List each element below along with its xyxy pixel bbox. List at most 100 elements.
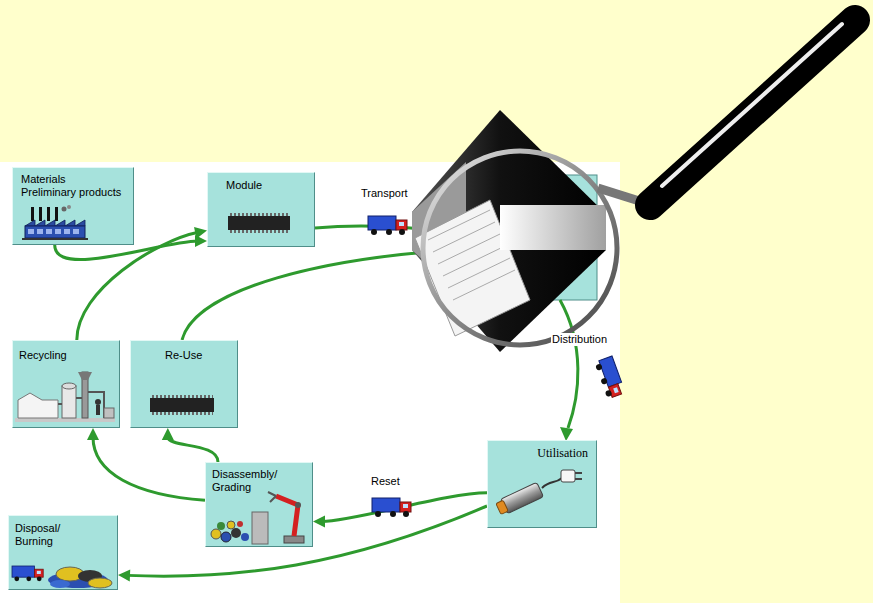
sorting-robot-icon — [227, 521, 235, 529]
magnifier-icon — [662, 24, 842, 186]
sorting-robot-icon — [231, 528, 241, 538]
truck-icon — [372, 498, 411, 517]
factory-icon — [62, 207, 67, 212]
box-text: Disposal/ Burning — [15, 522, 70, 548]
factory-icon — [55, 229, 61, 234]
arrow-head — [162, 428, 174, 440]
factory-icon — [31, 207, 34, 221]
flow-line — [560, 300, 578, 428]
flow-line — [77, 232, 198, 340]
recycling-plant-icon — [62, 383, 76, 389]
recycling-plant-icon — [15, 418, 115, 422]
arrow-head — [118, 570, 130, 582]
box-fill — [487, 440, 597, 528]
process-box: Recycling — [12, 340, 120, 428]
factory-icon — [28, 229, 34, 234]
white-panel — [0, 162, 620, 603]
box-text: Materials Preliminary products — [21, 173, 123, 199]
factory-icon — [64, 229, 70, 234]
arrow-head — [87, 428, 99, 440]
sorting-robot-icon — [211, 492, 304, 544]
flow-line — [168, 437, 218, 462]
factory-icon — [67, 205, 71, 209]
box-fill — [12, 167, 134, 245]
chip-icon — [152, 412, 213, 415]
arrow-head — [560, 427, 573, 441]
box-fill — [8, 515, 118, 590]
process-box: Utilisation — [487, 440, 597, 528]
recycling-plant-icon — [78, 372, 92, 380]
chip-icon — [228, 215, 290, 232]
box-text: Utilisation — [537, 446, 588, 460]
recycling-plant-icon — [18, 393, 58, 418]
box-text: Re-Use — [165, 349, 202, 362]
sorting-robot-icon — [217, 522, 225, 530]
factory-icon — [39, 207, 42, 221]
box-fill — [12, 340, 120, 428]
factory-icon — [73, 229, 79, 234]
sorting-robot-icon — [268, 492, 276, 502]
flow-label: Transport — [360, 187, 409, 200]
battery-plug-icon — [561, 470, 575, 482]
process-box: Disassembly/ Grading — [205, 462, 313, 547]
battery-plug-icon — [542, 478, 562, 488]
recycling-plant-icon — [104, 408, 114, 418]
sorting-robot-icon — [284, 536, 304, 543]
chip-icon — [152, 395, 213, 398]
battery-plug-icon — [495, 482, 543, 516]
factory-icon — [55, 207, 58, 221]
flow-line — [55, 241, 198, 260]
chip-icon — [150, 397, 214, 414]
chip-icon — [228, 216, 290, 230]
chip-icon — [230, 213, 289, 216]
truck-icon — [594, 356, 625, 399]
flow-arrow — [77, 227, 207, 340]
process-box: Disposal/ Burning — [8, 515, 118, 590]
sorting-robot-icon — [211, 529, 221, 539]
magnifier-icon — [412, 20, 855, 352]
magnifier-icon — [650, 20, 855, 205]
flow-label: Reset — [370, 475, 401, 488]
factory-icon — [22, 205, 88, 240]
flow-arrow — [87, 428, 205, 500]
sorting-robot-icon — [252, 512, 268, 544]
sorting-robot-icon — [276, 496, 298, 536]
recycling-plant-icon — [15, 372, 115, 422]
box-text: Module — [226, 179, 262, 192]
recycling-plant-icon — [95, 399, 101, 405]
factory-icon — [47, 207, 50, 221]
factory-icon — [25, 220, 85, 226]
flow-arrow — [118, 506, 487, 581]
sorting-robot-icon — [295, 502, 301, 508]
magnifier-icon — [412, 110, 606, 352]
box-fill — [205, 462, 313, 547]
chip-icon — [230, 230, 289, 233]
magnifier-icon — [500, 205, 606, 250]
process-box: Materials Preliminary products — [12, 167, 134, 245]
recycling-plant-icon — [58, 392, 104, 418]
battery-plug-icon — [496, 500, 508, 514]
battery-plug-icon — [495, 470, 582, 516]
truck-icon — [368, 216, 407, 235]
magnifier-icon — [423, 151, 617, 345]
disposal-icon — [12, 566, 43, 581]
flow-arrow — [313, 493, 487, 528]
factory-icon — [46, 229, 52, 234]
recycling-plant-icon — [96, 405, 100, 415]
box-text: Recycling — [19, 349, 67, 362]
arrow-head — [194, 227, 207, 239]
process-box: Module — [207, 172, 315, 247]
box-fill — [207, 172, 315, 247]
factory-icon — [22, 238, 88, 240]
flow-arrow — [162, 428, 218, 462]
flow-line — [127, 506, 487, 576]
sorting-robot-icon — [237, 521, 243, 527]
recycling-plant-icon — [62, 386, 76, 418]
disposal-icon — [50, 580, 70, 588]
process-box: Re-Use — [130, 340, 238, 428]
disposal-icon — [88, 578, 112, 588]
box-text: Disassembly/ Grading — [212, 468, 282, 494]
box-fill — [130, 340, 238, 428]
factory-icon — [25, 226, 85, 238]
